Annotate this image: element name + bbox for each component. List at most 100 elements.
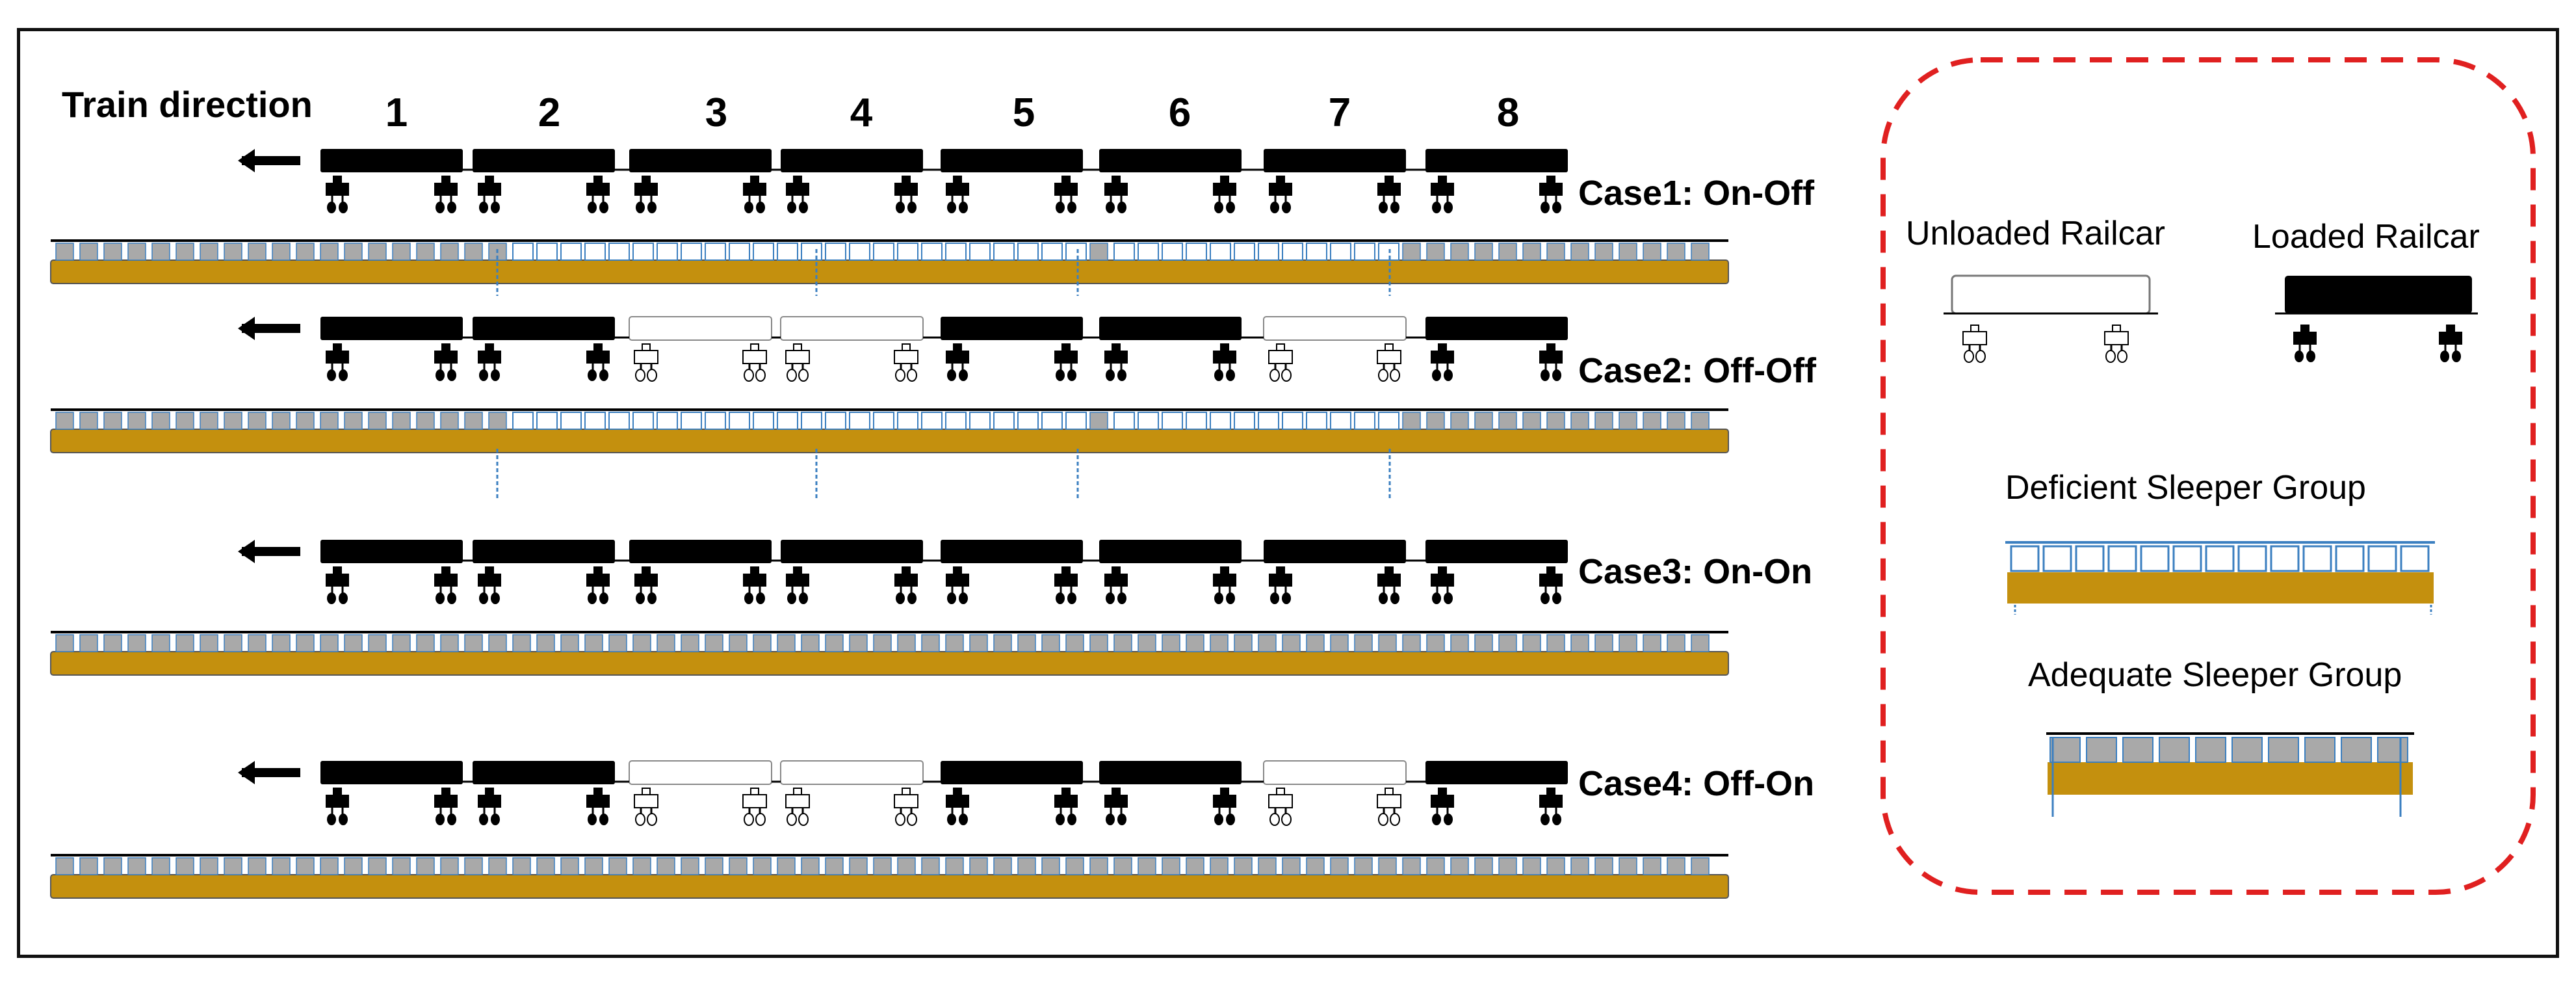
wheel	[1431, 813, 1442, 826]
bogie-frame	[1268, 794, 1293, 808]
sleeper	[272, 857, 291, 875]
deficient-sleeper	[584, 412, 606, 430]
bogie-pin	[1061, 343, 1071, 351]
sleeper	[2268, 737, 2299, 763]
sleeper	[248, 857, 267, 875]
case3-label: Case3: On-On	[1578, 552, 1813, 591]
deficient-sleeper	[897, 412, 918, 430]
wheel	[787, 813, 797, 826]
sleeper	[993, 634, 1012, 652]
wheel	[1552, 201, 1562, 214]
loaded-car-body	[2285, 276, 2472, 313]
bogie-front	[1268, 176, 1293, 214]
bogie-frame	[2293, 331, 2317, 345]
bogie-rear	[1377, 788, 1401, 826]
train-direction-arrow	[238, 149, 300, 172]
wheel	[1269, 592, 1280, 605]
deficient-sleeper	[1378, 412, 1399, 430]
sleeper	[1113, 857, 1132, 875]
sleeper	[1691, 857, 1710, 875]
sleeper	[1426, 857, 1445, 875]
wheel	[1055, 201, 1065, 214]
bogie-rear	[894, 176, 918, 214]
bogie-pin	[593, 788, 603, 795]
sleeper	[1138, 634, 1156, 652]
bogie-front	[1104, 343, 1128, 382]
bogie-front	[477, 566, 502, 605]
sleeper	[729, 634, 748, 652]
wheel	[435, 201, 445, 214]
bogie-pin	[1061, 566, 1071, 574]
bogie-front	[1430, 176, 1455, 214]
deficient-sleeper	[729, 412, 750, 430]
bogie-frame	[1054, 573, 1078, 587]
sleeper	[945, 634, 964, 652]
wheel	[2294, 350, 2304, 363]
wheel	[1214, 201, 1224, 214]
sleeper	[632, 634, 651, 652]
railcar-7	[1264, 540, 1406, 605]
loaded-car-body	[941, 761, 1083, 784]
wheel	[744, 201, 754, 214]
bogie-pin	[1276, 566, 1285, 574]
wheel	[2439, 350, 2450, 363]
wheel	[490, 592, 501, 605]
sleeper	[1330, 634, 1349, 652]
sleeper	[1330, 857, 1349, 875]
wheel	[635, 369, 645, 382]
sleeper	[392, 243, 411, 261]
legend-border	[1880, 57, 2536, 895]
sleeper	[176, 412, 194, 430]
wheel	[1431, 369, 1442, 382]
bogie-pin	[441, 176, 450, 183]
deficient-sleeper	[1306, 412, 1327, 430]
bogie-frame	[1962, 331, 1987, 345]
wheel	[946, 813, 957, 826]
bogie-pin	[750, 176, 759, 183]
bogie-pin	[793, 566, 802, 574]
wheel	[895, 592, 905, 605]
wheel	[635, 813, 645, 826]
wheel	[1552, 369, 1562, 382]
wheel	[798, 369, 809, 382]
bogie-rear	[742, 788, 767, 826]
loaded-car-body	[629, 540, 772, 563]
sleeper	[1402, 857, 1421, 875]
railcar-1	[320, 540, 463, 605]
wheel	[1055, 592, 1065, 605]
sleeper	[1258, 634, 1277, 652]
wheel	[787, 369, 797, 382]
bogie-front	[1430, 343, 1455, 382]
loaded-car-body	[1264, 149, 1406, 172]
wheel	[1225, 369, 1236, 382]
sleeper	[969, 857, 988, 875]
wheel	[907, 369, 917, 382]
bogie-front	[785, 566, 810, 605]
legend-deficient-sleeper-group	[2005, 541, 2435, 615]
deficient-sleeper	[945, 243, 967, 261]
sleeper	[1041, 857, 1060, 875]
wheel	[490, 369, 501, 382]
wheel	[958, 201, 969, 214]
sleeper	[440, 243, 459, 261]
wheel	[907, 813, 917, 826]
bogie-rear	[2438, 325, 2463, 363]
wheel	[1540, 592, 1550, 605]
deficient-sleeper	[945, 412, 967, 430]
wheel	[958, 813, 969, 826]
bogie-pin	[1112, 176, 1121, 183]
sleeper	[1450, 412, 1469, 430]
track	[50, 408, 1729, 453]
deficient-sleeper	[2205, 545, 2235, 572]
car-number-3: 3	[705, 90, 728, 135]
sleeper	[392, 857, 411, 875]
railcar-2	[473, 540, 615, 605]
sleeper	[1089, 857, 1108, 875]
bogie-frame	[945, 350, 970, 364]
deficient-sleeper	[1186, 412, 1207, 430]
deficient-sleeper	[849, 412, 870, 430]
sleeper	[176, 634, 194, 652]
sleeper	[825, 634, 844, 652]
wheel	[1214, 369, 1224, 382]
sleeper	[512, 857, 531, 875]
